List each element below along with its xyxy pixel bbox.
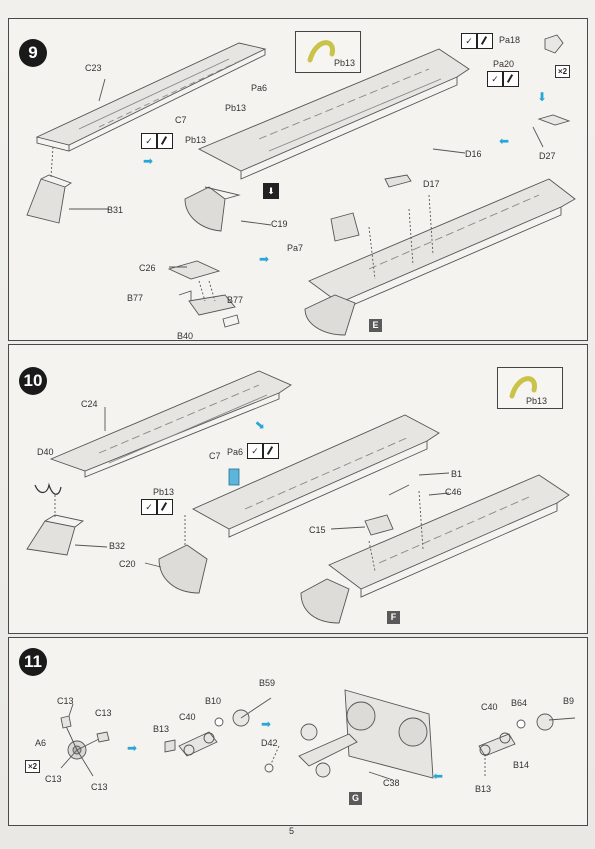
- part-label: B9: [563, 696, 575, 706]
- multiplier-badge: ×2: [555, 65, 571, 78]
- part-label: A6: [35, 738, 47, 748]
- cement-bottle-icon: ✓: [461, 33, 477, 49]
- arrow-left-icon: ⬅: [499, 134, 510, 148]
- swatch-label: Pb13: [334, 58, 356, 68]
- part-label: C23: [85, 63, 102, 73]
- part-label: B10: [205, 696, 222, 706]
- subassembly-badge: G: [349, 792, 362, 805]
- part-label: Pb13: [185, 135, 207, 145]
- part-label: C13: [95, 708, 112, 718]
- part-label: B13: [153, 724, 170, 734]
- arrow-right-icon: ➡: [127, 741, 138, 755]
- part-label: C46: [445, 487, 462, 497]
- cement-bottle-icon: ✓: [141, 499, 157, 515]
- part-label: C13: [91, 782, 108, 792]
- step-number: 10: [19, 367, 47, 395]
- part-label: D40: [37, 447, 54, 457]
- part-label: C13: [57, 696, 74, 706]
- part-label: B32: [109, 541, 126, 551]
- part-label: Pb13: [225, 103, 247, 113]
- part-label: C20: [119, 559, 136, 569]
- multiplier-badge: ×2: [25, 760, 41, 773]
- part-label: B77: [227, 295, 244, 305]
- part-label: C38: [383, 778, 400, 788]
- arrow-right-icon: ➡: [259, 252, 270, 266]
- decal-swatch: Pb13: [295, 31, 361, 73]
- part-label: C15: [309, 525, 326, 535]
- step-9-drawing: [26, 34, 576, 336]
- step-number: 9: [19, 39, 47, 67]
- step-11-panel: 11: [8, 637, 588, 826]
- subassembly-badge: E: [369, 319, 382, 332]
- knife-icon: [477, 33, 493, 49]
- arrow-right-icon: ➡: [261, 717, 272, 731]
- part-label: D42: [261, 738, 278, 748]
- swatch-label: Pb13: [526, 396, 548, 406]
- part-label: C40: [481, 702, 498, 712]
- step-number: 11: [19, 648, 47, 676]
- part-label: B64: [511, 698, 528, 708]
- part-label: D16: [465, 149, 482, 159]
- step-10-drawing: [26, 370, 570, 624]
- part-label: C26: [139, 263, 156, 273]
- knife-icon: [503, 71, 519, 87]
- part-label: C7: [175, 115, 187, 125]
- knife-icon: [263, 443, 279, 459]
- subassembly-badge: F: [387, 611, 400, 624]
- part-label: B1: [451, 469, 463, 479]
- step-11-drawing: [60, 689, 576, 781]
- part-label: Pa18: [499, 35, 521, 45]
- part-label: C40: [179, 712, 196, 722]
- decal-swatch: Pb13: [497, 367, 563, 409]
- cement-bottle-icon: ✓: [487, 71, 503, 87]
- arrow-left-icon: ⬅: [433, 769, 444, 783]
- knife-icon: [157, 133, 173, 149]
- part-label: B31: [107, 205, 124, 215]
- step-9-panel: 9: [8, 18, 588, 341]
- part-label: C19: [271, 219, 288, 229]
- arrow-right-icon: ➡: [143, 154, 154, 168]
- part-label: B13: [475, 784, 492, 794]
- part-label: Pb13: [153, 487, 175, 497]
- knife-icon: [157, 499, 173, 515]
- part-label: Pa7: [287, 243, 304, 253]
- part-label: C13: [45, 774, 62, 784]
- part-label: C24: [81, 399, 98, 409]
- drill-hole-icon: ⬇: [263, 183, 279, 199]
- part-label: Pa20: [493, 59, 515, 69]
- cement-bottle-icon: ✓: [247, 443, 263, 459]
- part-label: Pa6: [251, 83, 268, 93]
- part-label: D27: [539, 151, 556, 161]
- part-label: C7: [209, 451, 221, 461]
- page-number: 5: [289, 826, 295, 836]
- part-label: B14: [513, 760, 530, 770]
- part-label: D17: [423, 179, 440, 189]
- arrow-down-icon: ⬇: [537, 90, 548, 104]
- part-label: Pa6: [227, 447, 244, 457]
- cement-bottle-icon: ✓: [141, 133, 157, 149]
- part-label: B40: [177, 331, 194, 341]
- step-10-panel: 10: [8, 344, 588, 634]
- part-label: B59: [259, 678, 276, 688]
- part-label: B77: [127, 293, 144, 303]
